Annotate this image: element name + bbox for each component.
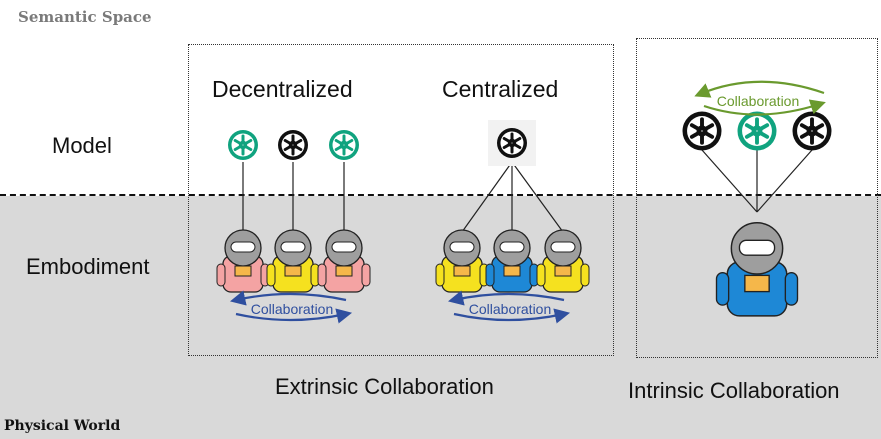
- model-logo-icon: [495, 126, 529, 160]
- intrinsic-caption: Intrinsic Collaboration: [628, 378, 840, 403]
- model-logo-icon: [276, 128, 310, 162]
- semantic-physical-divider: [0, 194, 881, 196]
- centralized-robot-group: [435, 229, 590, 293]
- robot-icon: [216, 229, 270, 293]
- connection-lines: [242, 149, 813, 233]
- decentralized-robot-group: [216, 229, 371, 293]
- decentralized-title: Decentralized: [212, 76, 353, 102]
- robot-icon: [485, 229, 539, 293]
- robot-icon: [317, 229, 371, 293]
- model-logo-icon: [226, 128, 260, 162]
- semantic-space-label: Semantic Space: [18, 8, 152, 26]
- robot-icon: [266, 229, 320, 293]
- model-logo-icon: [790, 109, 834, 153]
- intrinsic-collaboration-box: [636, 38, 878, 358]
- intrinsic-collaboration-label: Collaboration: [717, 93, 800, 109]
- cycle-arrow-icon: [447, 290, 571, 324]
- robot-icon: [715, 222, 799, 317]
- extrinsic-collaboration-box: [188, 44, 614, 356]
- robot-icon: [435, 229, 489, 293]
- physical-world-label: Physical World: [4, 418, 121, 434]
- centralized-title: Centralized: [442, 76, 559, 102]
- embodiment-row-label: Embodiment: [26, 254, 150, 279]
- model-row-label: Model: [52, 133, 112, 158]
- cycle-arrow-icon: [229, 290, 353, 324]
- model-logo-icon: [735, 109, 779, 153]
- model-logo-icon: [327, 128, 361, 162]
- robot-icon: [536, 229, 590, 293]
- extrinsic-caption: Extrinsic Collaboration: [275, 374, 494, 399]
- model-logo-icon: [680, 109, 724, 153]
- centralized-collaboration-label: Collaboration: [469, 301, 552, 317]
- cycle-arrow-icon: [694, 80, 826, 116]
- decentralized-collaboration-label: Collaboration: [251, 301, 334, 317]
